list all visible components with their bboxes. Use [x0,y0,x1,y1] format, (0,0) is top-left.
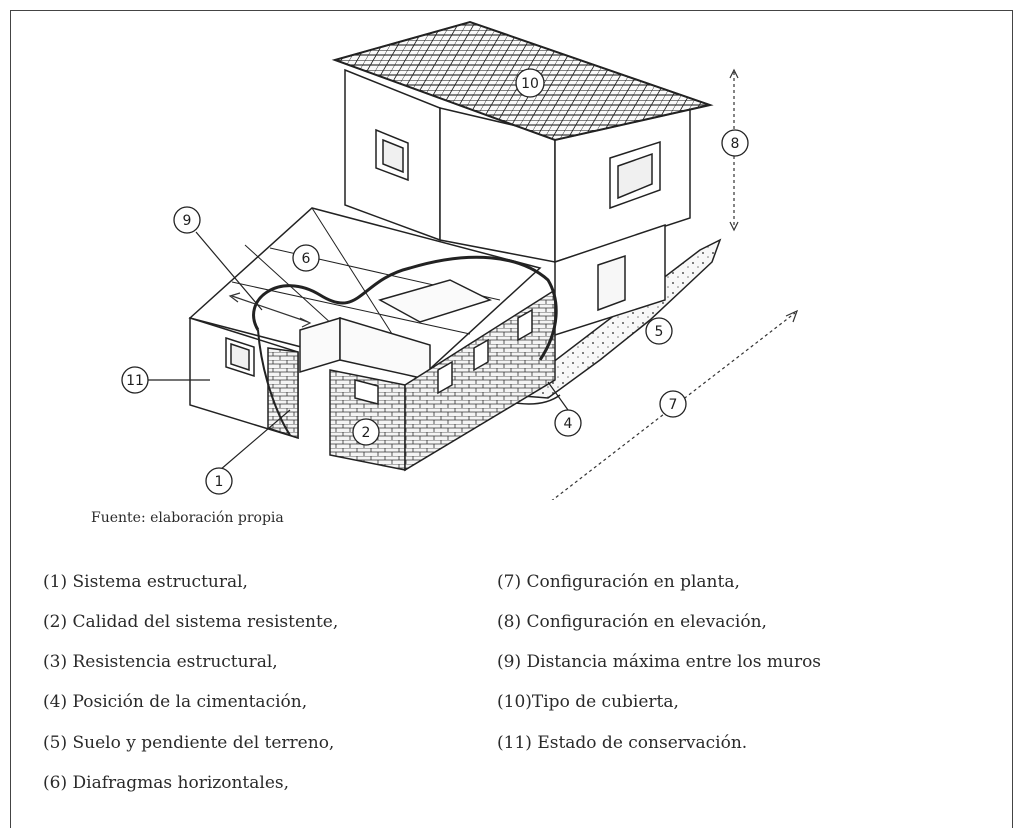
svg-text:8: 8 [731,136,740,152]
legend-item-11: (11) Estado de conservación. [497,733,747,754]
legend-text: Configuración en planta, [526,572,740,592]
svg-text:1: 1 [215,474,224,490]
legend-item-7: (7) Configuración en planta, [497,572,740,593]
legend-item-3: (3) Resistencia estructural, [43,652,278,673]
source-note: Fuente: elaboración propia [91,510,284,526]
legend-text: Diafragmas horizontales, [72,773,290,793]
legend-number: (5) [43,733,68,753]
house-illustration: 1 2 4 5 6 7 8 9 10 11 [121,20,799,500]
legend-item-6: (6) Diafragmas horizontales, [43,773,289,794]
house-drawing [188,20,722,472]
legend-item-10: (10)Tipo de cubierta, [497,692,679,713]
legend-text: Sistema estructural, [72,572,248,592]
legend-text: Calidad del sistema resistente, [72,612,339,632]
svg-text:10: 10 [521,76,539,92]
svg-text:5: 5 [655,324,664,340]
callout-7: 7 [659,390,687,418]
svg-text:9: 9 [183,213,192,229]
legend-number: (9) [497,652,522,672]
callout-9: 9 [173,206,201,234]
callout-8: 8 [721,129,749,157]
legend-number: (8) [497,612,522,632]
legend-item-2: (2) Calidad del sistema resistente, [43,612,338,633]
callout-markers: 1 2 4 5 6 7 8 9 10 11 [121,68,749,495]
callout-leaders [148,231,569,471]
legend-number: (4) [43,692,68,712]
figure-frame [10,10,1013,828]
callout-2: 2 [352,418,380,446]
legend-item-8: (8) Configuración en elevación, [497,612,767,633]
callout-4: 4 [554,409,582,437]
callout-1: 1 [205,467,233,495]
svg-text:2: 2 [362,425,371,441]
legend-item-4: (4) Posición de la cimentación, [43,692,307,713]
callout-10: 10 [515,68,545,98]
legend-text: Configuración en elevación, [526,612,767,632]
callout-11: 11 [121,366,149,394]
legend-text: Resistencia estructural, [72,652,278,672]
legend-text: Estado de conservación. [537,733,748,753]
legend-number: (2) [43,612,68,632]
legend-number: (10) [497,692,532,712]
svg-text:11: 11 [126,373,144,389]
legend-item-1: (1) Sistema estructural, [43,572,248,593]
legend-text: Suelo y pendiente del terreno, [72,733,335,753]
legend-item-9: (9) Distancia máxima entre los muros [497,652,821,673]
legend-number: (6) [43,773,68,793]
legend-number: (1) [43,572,68,592]
legend-number: (11) [497,733,532,753]
legend-item-5: (5) Suelo y pendiente del terreno, [43,733,334,754]
legend-number: (7) [497,572,522,592]
svg-text:6: 6 [302,251,311,267]
callout-6: 6 [292,244,320,272]
legend-text: Posición de la cimentación, [72,692,308,712]
legend-text: Distancia máxima entre los muros [526,652,822,672]
svg-text:4: 4 [564,416,573,432]
svg-text:7: 7 [669,397,678,413]
legend-number: (3) [43,652,68,672]
callout-5: 5 [645,317,673,345]
legend-text: Tipo de cubierta, [531,692,679,712]
